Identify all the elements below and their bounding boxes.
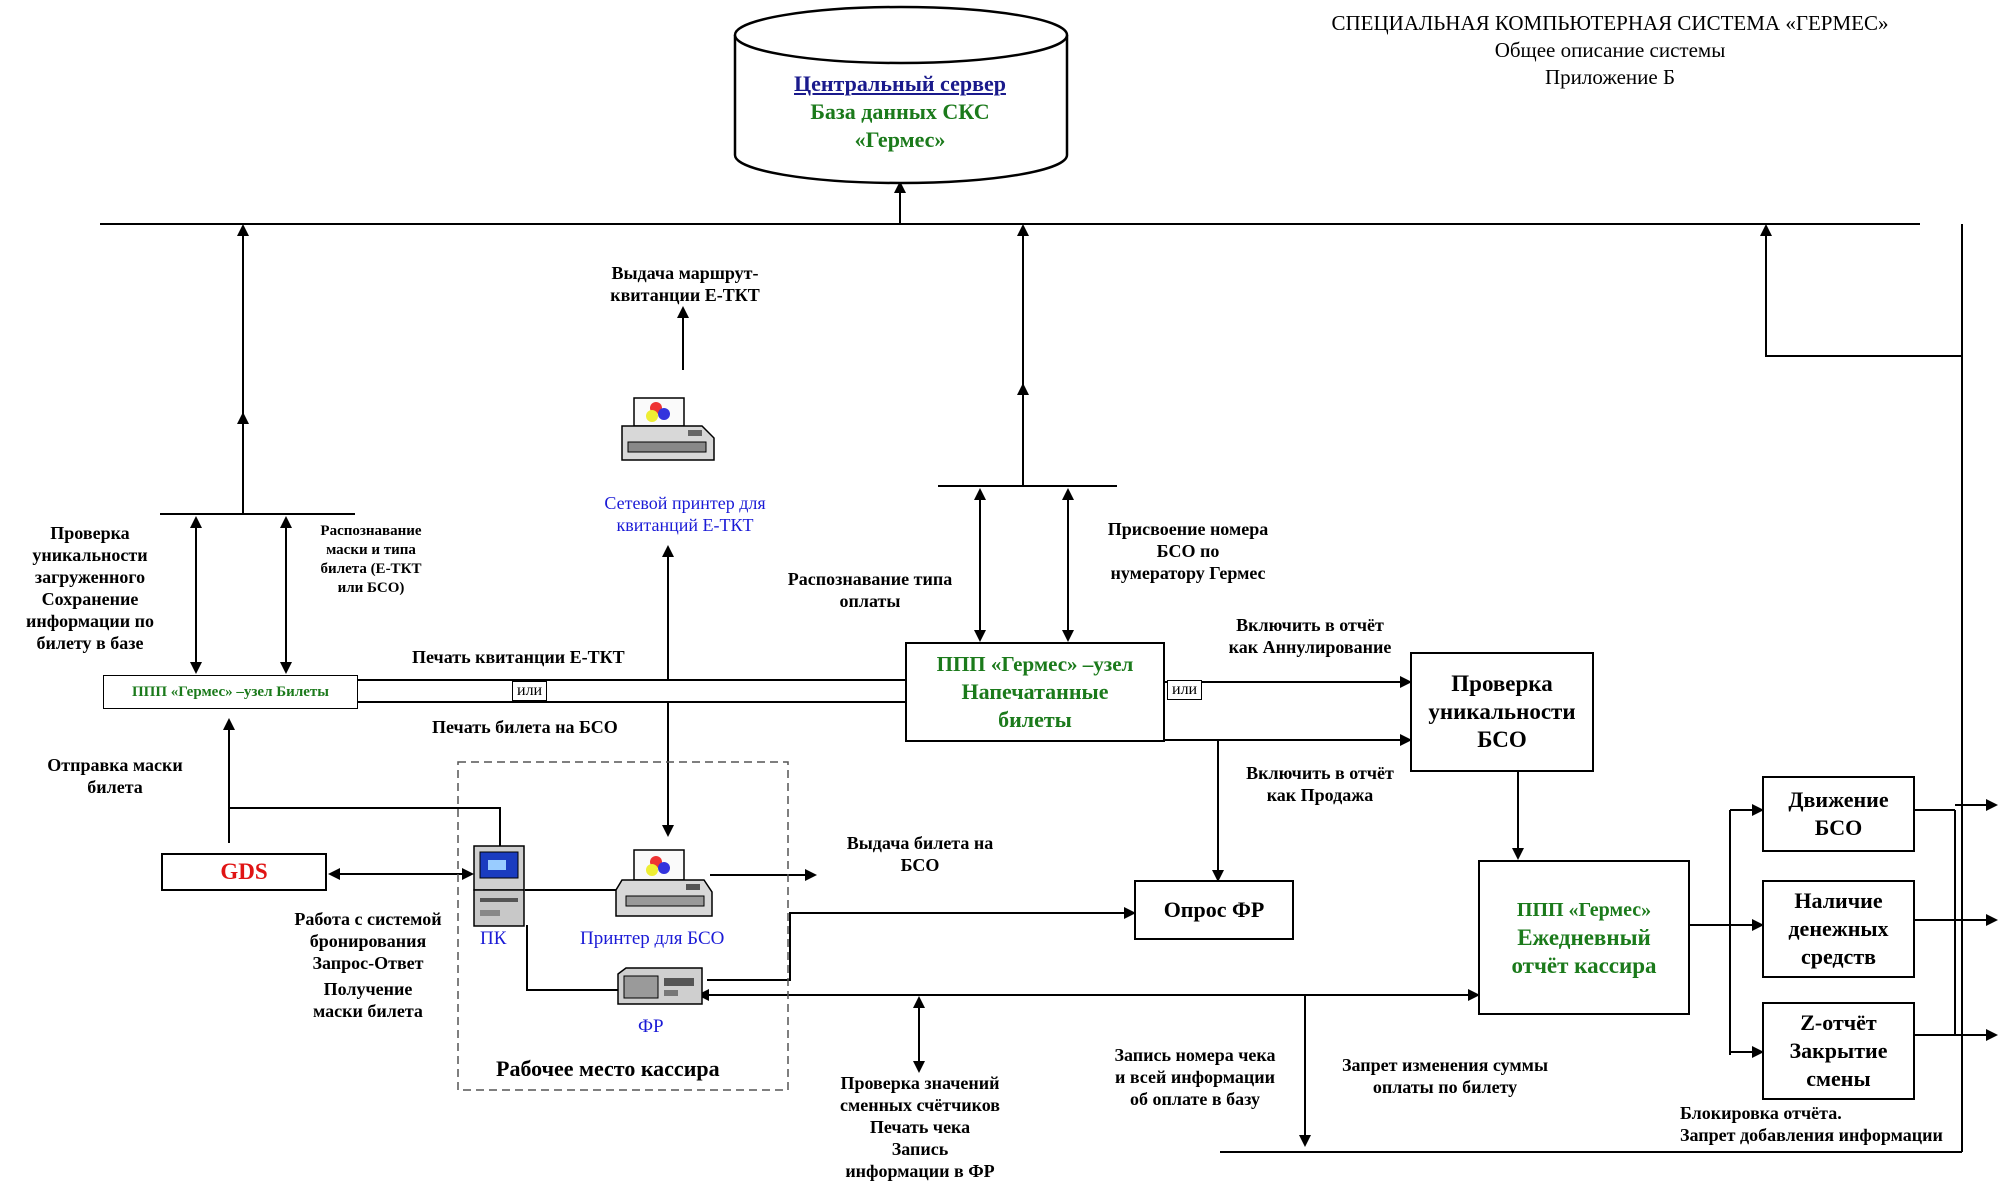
report-cancel-label: Включить в отчёт как Аннулирование: [1228, 615, 1392, 657]
bso-printer-icon: [615, 849, 713, 917]
tickets-node-label: ППП «Гермес» –узел Билеты: [132, 684, 329, 700]
gds-box: GDS: [161, 853, 327, 891]
document-title: СПЕЦИАЛЬНАЯ КОМПЬЮТЕРНАЯ СИСТЕМА «ГЕРМЕС…: [1331, 11, 1889, 35]
printed-tickets-node-box: ППП «Гермес» –узел Напечатанные билеты: [905, 642, 1165, 742]
check-counters-label: Проверка значений сменных счётчиков Печа…: [839, 1073, 1001, 1181]
z-report-box: Z-отчёт Закрытие смены: [1762, 1002, 1915, 1100]
network-printer-icon: [621, 397, 715, 461]
block-report-label: Блокировка отчёта. Запрет добавления инф…: [1680, 1103, 1943, 1145]
or-switch-right: или: [1167, 680, 1203, 700]
network-printer-label: Сетевой принтер для квитанций Е-ТКТ: [604, 493, 766, 535]
document-subtitle: Общее описание системы: [1494, 38, 1726, 62]
pc-icon: [473, 845, 525, 927]
server-title: Центральный сервер: [794, 71, 1006, 96]
send-mask-label: Отправка маски билета: [47, 755, 183, 797]
bso-printer-label: Принтер для БСО: [580, 928, 725, 949]
booking-label: Работа с системой бронирования Запрос-От…: [294, 909, 442, 1021]
document-header: СПЕЦИАЛЬНАЯ КОМПЬЮТЕРНАЯ СИСТЕМА «ГЕРМЕС…: [1230, 10, 1990, 91]
database-cylinder-icon: [733, 5, 1069, 185]
workplace-label: Рабочее место кассира: [496, 1056, 720, 1081]
fiscal-register-icon: [617, 967, 703, 1005]
print-etkt-label: Печать квитанции Е-ТКТ: [412, 647, 625, 667]
gds-label: GDS: [220, 859, 268, 884]
or-switch-left: или: [512, 681, 548, 701]
tickets-node-box: ППП «Гермес» –узел Билеты: [103, 675, 358, 709]
central-server: Центральный сервер База данных СКС «Герм…: [745, 70, 1055, 154]
bso-movement-box: Движение БСО: [1762, 776, 1915, 852]
forbid-change-label: Запрет изменения суммы оплаты по билету: [1341, 1055, 1548, 1097]
workplace-frame: [457, 761, 789, 1091]
recognize-mask-label: Распознавание маски и типа билета (Е-ТКТ…: [320, 523, 422, 596]
daily-report-box: ППП «Гермес» Ежедневный отчёт кассира: [1478, 860, 1690, 1015]
issue-bso-label: Выдача билета на БСО: [846, 833, 994, 875]
recognize-payment-label: Распознавание типа оплаты: [787, 569, 953, 611]
report-sale-label: Включить в отчёт как Продажа: [1246, 763, 1394, 805]
pc-label: ПК: [480, 928, 507, 949]
fr-poll-box: Опрос ФР: [1134, 880, 1294, 940]
server-db-line1: База данных СКС: [810, 99, 990, 124]
bso-uniqueness-box: Проверка уникальности БСО: [1410, 652, 1594, 772]
fr-label: ФР: [638, 1016, 664, 1037]
check-uniqueness-label: Проверка уникальности загруженного Сохра…: [25, 523, 155, 653]
server-db-line2: «Гермес»: [854, 127, 946, 152]
issue-etkt-label: Выдача маршрут- квитанции Е-ТКТ: [610, 263, 760, 305]
record-receipt-label: Запись номера чека и всей информации об …: [1114, 1045, 1276, 1109]
print-bso-label: Печать билета на БСО: [432, 717, 618, 737]
cash-availability-box: Наличие денежных средств: [1762, 880, 1915, 978]
appendix-label: Приложение Б: [1544, 65, 1676, 89]
assign-bso-label: Присвоение номера БСО по нумератору Герм…: [1107, 519, 1269, 583]
